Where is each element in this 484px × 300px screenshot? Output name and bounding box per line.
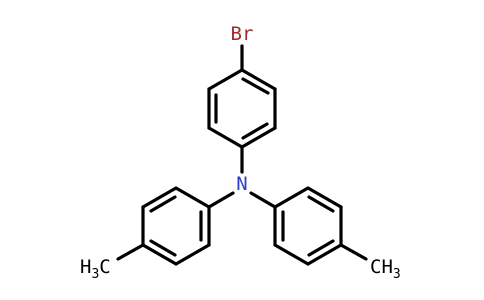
double-bond-inner bbox=[307, 195, 335, 213]
bromophenyl-ring bbox=[207, 68, 277, 149]
bond bbox=[174, 243, 211, 266]
nitrogen-label: N bbox=[236, 173, 247, 195]
bond bbox=[141, 243, 178, 266]
bond-n-c-right bbox=[249, 191, 277, 209]
right-tolyl-ring bbox=[273, 186, 343, 266]
bond bbox=[273, 186, 310, 209]
double-bond-inner bbox=[149, 195, 177, 213]
bond bbox=[207, 126, 244, 149]
methyl-left-subscript: 3 bbox=[91, 267, 99, 282]
bond bbox=[240, 126, 277, 149]
bond bbox=[306, 186, 343, 209]
bond bbox=[306, 243, 343, 266]
methyl-left-c: C bbox=[99, 256, 110, 278]
methyl-right-label: CH3 bbox=[370, 256, 401, 282]
bond bbox=[240, 68, 277, 91]
bond bbox=[174, 186, 211, 209]
double-bond-inner bbox=[307, 239, 335, 257]
bond bbox=[273, 243, 310, 266]
left-tolyl-ring bbox=[141, 186, 211, 266]
bond-c-ch3-right bbox=[339, 243, 368, 261]
bond-n-c-left bbox=[207, 191, 235, 209]
bond bbox=[141, 186, 178, 209]
bond bbox=[207, 68, 244, 91]
methyl-left-h: H bbox=[80, 256, 91, 278]
double-bond-inner bbox=[241, 122, 269, 140]
double-bond-inner bbox=[149, 239, 177, 257]
methyl-right-subscript: 3 bbox=[393, 267, 401, 282]
bromine-label: Br bbox=[231, 23, 254, 45]
double-bond-inner bbox=[241, 77, 270, 95]
methyl-left-label: H3C bbox=[80, 256, 111, 282]
bond-c-ch3-left bbox=[116, 243, 145, 261]
methyl-right-ch: CH bbox=[370, 256, 393, 278]
